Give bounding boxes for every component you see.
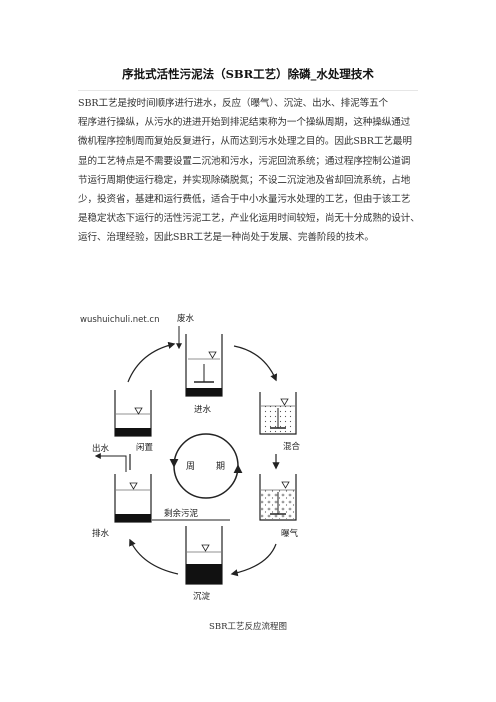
- flow-arrow-bottom-left: [129, 538, 179, 575]
- watermark-text: wushuichuli.net.cn: [80, 315, 160, 325]
- effluent-label: 出水: [92, 443, 110, 454]
- wastewater-label: 废水: [177, 313, 195, 324]
- tank-aeration: [259, 474, 297, 521]
- excess-sludge-label: 剩余污泥: [164, 508, 199, 519]
- paragraph-line: SBR工艺是按时间顺序进行进水，反应（曝气）、沉淀、出水、排泥等五个: [78, 98, 389, 109]
- tank-settling: [185, 526, 223, 585]
- document-title: 序批式活性污泥法（SBR工艺）除磷_水处理技术: [122, 67, 374, 81]
- sbr-process-diagram: wushuichuli.net.cn 废水 进水 混合 曝气 沉淀: [80, 313, 301, 602]
- drain-label: 排水: [92, 528, 110, 539]
- tank-drain: [114, 474, 152, 523]
- inflow-label: 进水: [194, 404, 212, 415]
- title-divider: [78, 90, 418, 91]
- body-paragraph: SBR工艺是按时间顺序进行进水，反应（曝气）、沉淀、出水、排泥等五个 程序进行操…: [78, 94, 420, 248]
- paragraph-line: 微机程序控制周而复始反复进行，从而达到污水处理之目的。因此SBR工艺最明: [78, 136, 412, 148]
- flow-arrow-top-right: [233, 345, 278, 382]
- flow-arrow-top-left: [127, 341, 176, 383]
- cycle-label-1: 周: [186, 461, 195, 472]
- tank-idle: [114, 390, 152, 437]
- mixing-label: 混合: [283, 441, 301, 452]
- tank-inflow: [185, 334, 223, 397]
- settling-label: 沉淀: [193, 591, 211, 602]
- flow-arrow-bottom-right: [230, 543, 277, 577]
- paragraph-line: 少，投资省，基建和运行费低，适合于中小水量污水处理的工艺，但由于该工艺: [78, 194, 411, 206]
- diagram-caption: SBR工艺反应流程图: [209, 622, 287, 632]
- tank-mixing: [259, 392, 297, 435]
- paragraph-line: 程序进行操纵，从污水的进进开始到排泥结束称为一个操纵周期，这种操纵通过: [78, 117, 411, 129]
- paragraph-line: 节运行周期使运行稳定，并实现除磷脱氮；不设二沉淀池及省却回流系统，占地: [78, 174, 411, 186]
- paragraph-line: 显的工艺特点是不需要设置二沉池和污水，污泥回流系统；通过程序控制公道调: [78, 155, 411, 167]
- cycle-label-2: 期: [216, 461, 225, 472]
- effluent-arrow: [94, 453, 127, 472]
- cycle-circle: [169, 433, 243, 499]
- paragraph-line: 运行、治理经验，因此SBR工艺是一种尚处于发展、完善阶段的技术。: [78, 232, 374, 244]
- idle-label: 闲置: [136, 443, 154, 453]
- aeration-label: 曝气: [281, 528, 299, 539]
- paragraph-line: 是稳定状态下运行的活性污泥工艺，产业化运用时间较短，尚无十分成熟的设计、: [78, 213, 420, 225]
